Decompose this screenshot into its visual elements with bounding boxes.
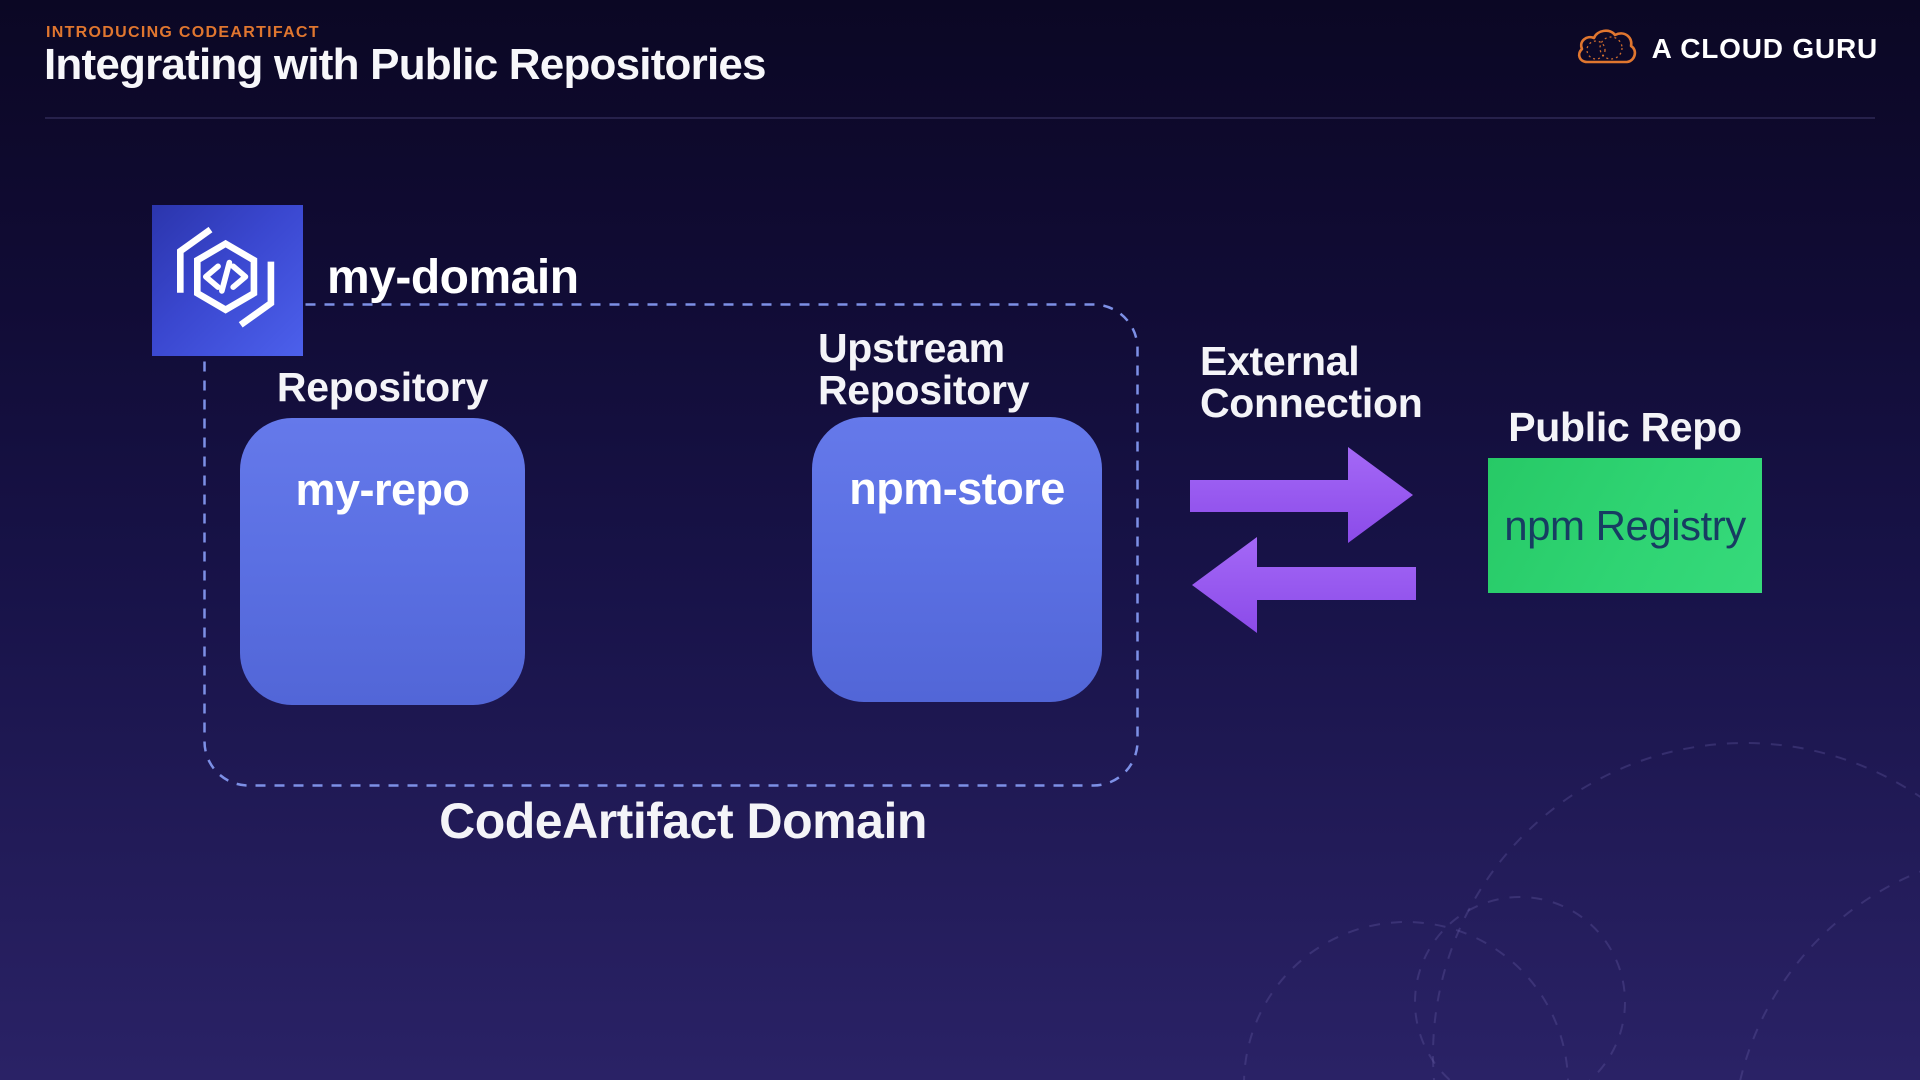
cloud-icon: [1575, 26, 1637, 73]
upstream-label-line1: Upstream: [818, 325, 1005, 371]
upstream-label-line2: Repository: [818, 367, 1030, 413]
repository-name: my-repo: [295, 464, 470, 515]
external-connection-label: External Connection: [1200, 338, 1423, 426]
public-repo-label: Public Repo: [1508, 404, 1742, 450]
arrow-left-icon: [1192, 537, 1416, 633]
upstream-repository-box: npm-store: [812, 417, 1102, 702]
page-title: Integrating with Public Repositories: [44, 40, 767, 89]
brand-logo: A CLOUD GURU: [1575, 26, 1878, 72]
domain-name-label: my-domain: [327, 251, 579, 304]
external-label-line2: Connection: [1200, 380, 1423, 426]
repository-label: Repository: [276, 364, 489, 410]
codeartifact-icon: [152, 205, 303, 356]
eyebrow-label: INTRODUCING CODEARTIFACT: [46, 24, 320, 41]
codeartifact-domain-boundary: [203, 303, 1139, 787]
external-label-line1: External: [1200, 338, 1360, 384]
domain-caption: CodeArtifact Domain: [439, 793, 927, 849]
arrow-right-icon: [1190, 447, 1413, 543]
external-connection-arrows: [1190, 447, 1416, 633]
public-repo-box: npm Registry: [1488, 458, 1762, 593]
repository-box: my-repo: [240, 418, 525, 705]
header-divider: [45, 117, 1875, 119]
brand-name: A CLOUD GURU: [1651, 33, 1878, 64]
upstream-repository-name: npm-store: [849, 463, 1065, 514]
public-repo-name: npm Registry: [1504, 501, 1746, 549]
upstream-repository-label: Upstream Repository: [818, 327, 1029, 411]
